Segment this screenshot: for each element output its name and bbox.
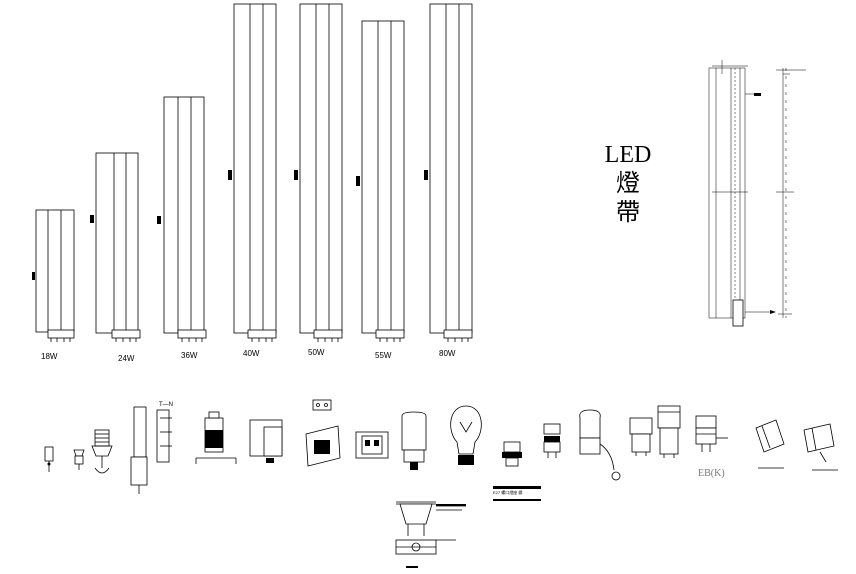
fitting-18-tilted-lamp-b — [803, 423, 838, 471]
pl-tube-36w: 36W — [157, 96, 207, 360]
title-line-3: 帶 — [616, 199, 640, 226]
led-strip-title: LED 燈 帶 — [605, 142, 652, 226]
fitting-16-eb-k: EB(K) — [695, 415, 728, 479]
pl-tube-40w: 40W — [228, 3, 277, 358]
pl-tube-24w: 24W — [90, 152, 141, 363]
fitting-14-batten-holder — [629, 417, 653, 456]
fitting-11-socket-caption: E27 螺口燈座 鋼 — [493, 441, 541, 501]
fitting-1 — [44, 446, 54, 472]
fitting-6-starter — [249, 419, 283, 463]
tube-label-55w: 55W — [375, 351, 392, 360]
pl-tube-55w: 55W — [356, 20, 405, 360]
title-line-1: LED — [605, 142, 652, 168]
fitting-8-plate — [355, 431, 389, 459]
fitting-5-g13-holder — [195, 411, 237, 464]
fitting-12-e27-socket — [543, 423, 561, 458]
fitting-9-capsule-lamp — [401, 411, 427, 470]
tube-label-40w: 40W — [243, 349, 260, 358]
fitting-10-bulb — [450, 405, 482, 465]
fitting-13-pendant-socket — [579, 409, 621, 481]
fitting-4-t-n: T—N — [130, 402, 173, 494]
led-strip-elevation — [708, 60, 806, 327]
tube-label-18w: 18W — [41, 352, 58, 361]
eb-k-label: EB(K) — [698, 468, 725, 479]
downlight-section-detail — [395, 501, 466, 568]
fitting-3-screw-socket — [91, 429, 113, 474]
title-line-2: 燈 — [616, 170, 640, 197]
tube-label-24w: 24W — [118, 354, 135, 363]
fitting-7-box — [305, 399, 341, 467]
tn-label: T—N — [159, 402, 173, 408]
small-caption: E27 螺口燈座 鋼 — [493, 489, 522, 495]
fitting-15-tall-socket — [657, 405, 681, 458]
pl-tube-18w: 18W — [32, 209, 75, 361]
pl-tube-80w: 80W — [424, 3, 473, 358]
tube-label-80w: 80W — [439, 349, 456, 358]
fitting-17-tilted-lamp-a — [755, 419, 785, 469]
fitting-2 — [73, 449, 85, 470]
tube-label-50w: 50W — [308, 348, 325, 357]
pl-tube-50w: 50W — [294, 3, 343, 357]
tube-label-36w: 36W — [181, 351, 198, 360]
